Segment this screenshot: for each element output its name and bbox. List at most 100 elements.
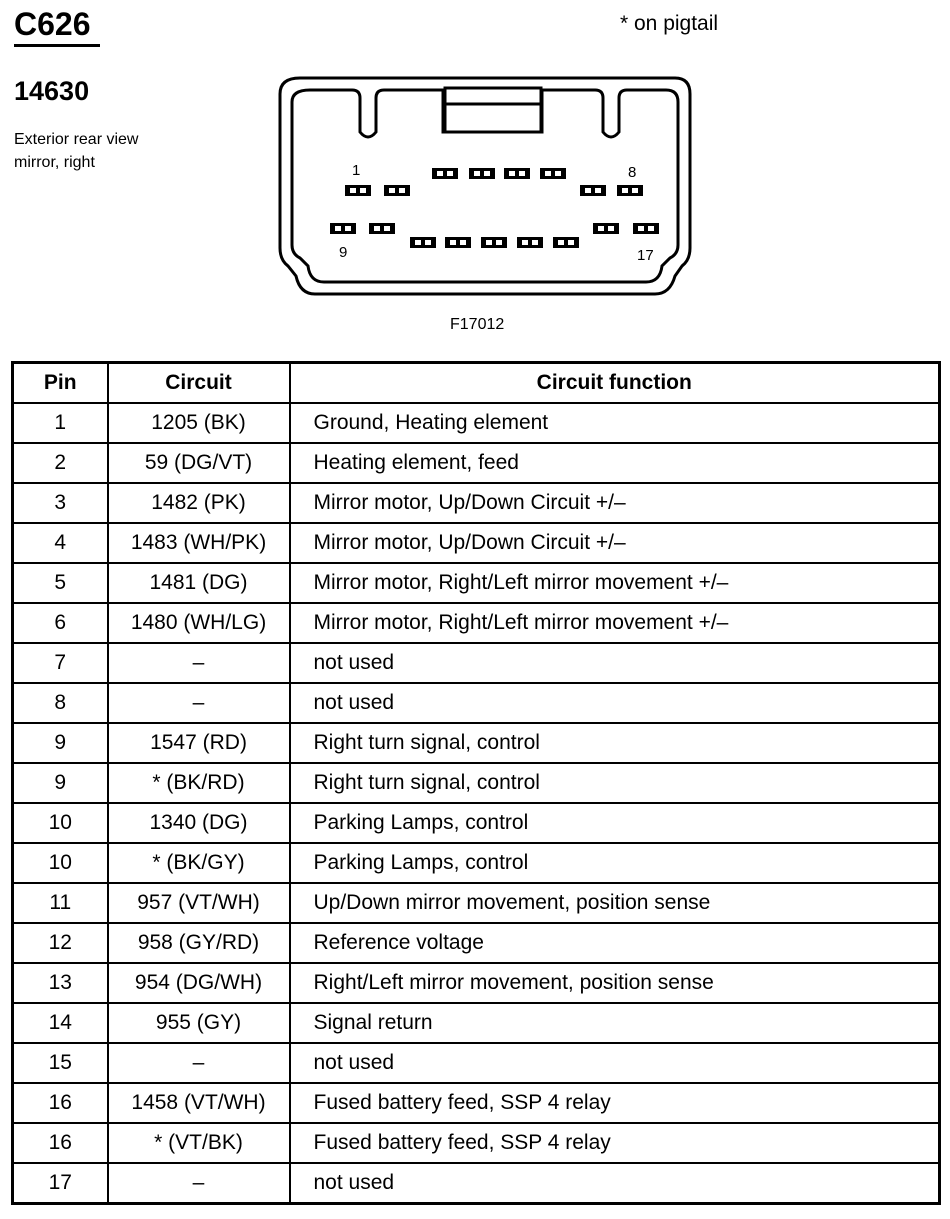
function-cell: Parking Lamps, control [288,842,941,884]
pin-terminal [553,237,579,248]
header-circuit: Circuit [106,361,291,404]
pin-label-9: 9 [339,244,347,261]
pin-cell: 16 [11,1122,109,1164]
header-circuit-function: Circuit function [288,361,941,404]
table-row: 17–not used [11,1162,941,1205]
circuit-cell: 1482 (PK) [106,482,291,524]
pin-terminal [432,168,458,179]
pin-cell: 10 [11,802,109,844]
pin-cell: 4 [11,522,109,564]
function-cell: Right turn signal, control [288,762,941,804]
table-row: 10* (BK/GY)Parking Lamps, control [11,842,941,884]
connector-housing-outer [278,76,692,296]
function-cell: not used [288,682,941,724]
function-cell: Mirror motor, Right/Left mirror movement… [288,562,941,604]
circuit-cell: * (VT/BK) [106,1122,291,1164]
circuit-cell: – [106,1042,291,1084]
circuit-cell: 955 (GY) [106,1002,291,1044]
pin-terminal [504,168,530,179]
pin-terminal [345,185,371,196]
circuit-cell: 1480 (WH/LG) [106,602,291,644]
pin-cell: 16 [11,1082,109,1124]
pin-terminal [593,223,619,234]
pin-cell: 3 [11,482,109,524]
pin-cell: 10 [11,842,109,884]
pin-terminal [469,168,495,179]
circuit-cell: 1205 (BK) [106,402,291,444]
pin-label-17: 17 [637,247,654,264]
pin-cell: 1 [11,402,109,444]
function-cell: not used [288,1162,941,1205]
pin-cell: 9 [11,762,109,804]
function-cell: Signal return [288,1002,941,1044]
pigtail-note: * on pigtail [620,12,719,35]
pin-cell: 14 [11,1002,109,1044]
connector-face-diagram: 1 8 9 17 [278,76,692,296]
circuit-cell: 1547 (RD) [106,722,291,764]
header-pin: Pin [11,361,109,404]
pin-cell: 17 [11,1162,109,1205]
function-cell: Fused battery feed, SSP 4 relay [288,1122,941,1164]
pin-terminal [617,185,643,196]
pin-terminal [633,223,659,234]
function-cell: Mirror motor, Up/Down Circuit +/– [288,522,941,564]
pin-terminal [384,185,410,196]
circuit-cell: 1458 (VT/WH) [106,1082,291,1124]
circuit-cell: 1481 (DG) [106,562,291,604]
circuit-cell: * (BK/RD) [106,762,291,804]
circuit-cell: – [106,682,291,724]
pin-terminal [410,237,436,248]
table-row: 8–not used [11,682,941,724]
circuit-cell: – [106,1162,291,1205]
connector-keyway [443,86,543,134]
circuit-cell: 1483 (WH/PK) [106,522,291,564]
pin-cell: 5 [11,562,109,604]
connector-housing-inner [290,88,680,284]
connector-id-underline [14,44,100,47]
pin-cell: 9 [11,722,109,764]
circuit-cell: 59 (DG/VT) [106,442,291,484]
table-row: 15–not used [11,1042,941,1084]
pin-terminal [330,223,356,234]
circuit-cell: 957 (VT/WH) [106,882,291,924]
function-cell: Reference voltage [288,922,941,964]
function-cell: Mirror motor, Up/Down Circuit +/– [288,482,941,524]
pin-terminal [517,237,543,248]
function-cell: Heating element, feed [288,442,941,484]
circuit-cell: 958 (GY/RD) [106,922,291,964]
pin-terminals [330,168,659,248]
pin-cell: 8 [11,682,109,724]
function-cell: Mirror motor, Right/Left mirror movement… [288,602,941,644]
pin-terminal [580,185,606,196]
pin-terminal [540,168,566,179]
connector-id: C626 [14,6,91,42]
pin-label-8: 8 [628,164,636,181]
circuit-cell: 1340 (DG) [106,802,291,844]
pin-terminal [481,237,507,248]
pin-cell: 13 [11,962,109,1004]
table-row: 7–not used [11,642,941,684]
pin-cell: 15 [11,1042,109,1084]
function-cell: Ground, Heating element [288,402,941,444]
function-cell: Fused battery feed, SSP 4 relay [288,1082,941,1124]
circuit-cell: 954 (DG/WH) [106,962,291,1004]
function-cell: Parking Lamps, control [288,802,941,844]
pin-cell: 6 [11,602,109,644]
table-row: 9* (BK/RD)Right turn signal, control [11,762,941,804]
function-cell: Right turn signal, control [288,722,941,764]
function-cell: Up/Down mirror movement, position sense [288,882,941,924]
part-number: 14630 [14,76,90,106]
pin-terminal [369,223,395,234]
